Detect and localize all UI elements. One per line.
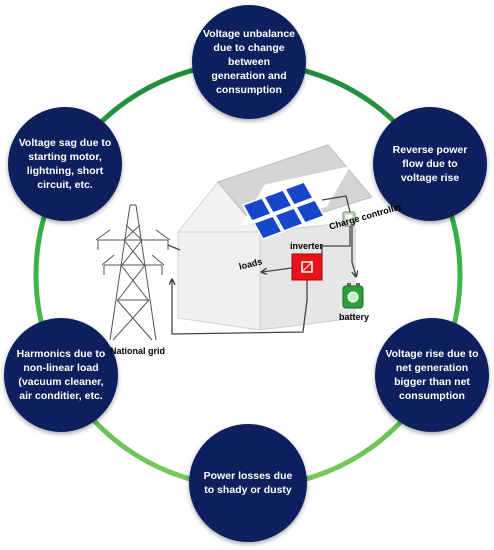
issue-bubble-voltage-sag: Voltage sag due to starting motor, light… [8, 107, 122, 221]
issue-bubble-voltage-rise: Voltage rise due to net generation bigge… [375, 318, 489, 432]
inverter-label: inverter [290, 241, 324, 251]
battery-icon [342, 283, 364, 309]
national-grid-label: National grid [110, 346, 166, 356]
issue-text: Voltage unbalance due to change between … [203, 28, 295, 96]
transmission-tower-icon [95, 204, 171, 341]
issue-text: Voltage sag due to starting motor, light… [18, 137, 112, 191]
issue-text: Power losses due to shady or dusty [203, 470, 293, 496]
wiring [167, 195, 356, 335]
solar-panel-cells [241, 181, 326, 240]
issue-bubble-voltage-unbalance: Voltage unbalance due to change between … [192, 5, 306, 119]
issue-text: Reverse power flow due to voltage rise [392, 144, 468, 184]
inverter-icon [291, 253, 323, 281]
issue-bubble-power-losses: Power losses due to shady or dusty [189, 424, 307, 542]
issue-text: Voltage rise due to net generation bigge… [385, 348, 479, 402]
issue-bubble-reverse-power-flow: Reverse power flow due to voltage rise [373, 107, 487, 221]
charge-controller-icon [342, 211, 356, 227]
issue-bubble-harmonics: Harmonics due to non-linear load (vacuum… [4, 318, 118, 432]
battery-label: battery [339, 312, 370, 322]
issue-text: Harmonics due to non-linear load (vacuum… [16, 348, 106, 402]
